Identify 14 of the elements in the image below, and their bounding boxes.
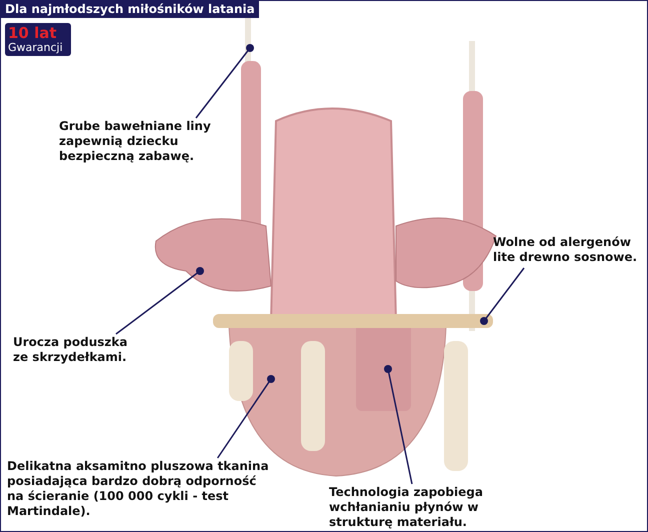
warranty-badge — [5, 23, 71, 56]
callout-text: Urocza poduszka ze skrzydełkami. — [13, 335, 128, 365]
callout-text: Delikatna aksamitno pluszowa tkanina posiadająca bardzo dobrą odporność na ścieranie (100 000 cykli - test Martindale). — [7, 459, 269, 519]
leader-line — [216, 375, 275, 458]
leader-line — [195, 44, 254, 118]
callout-text: Wolne od alergenów lite drewno sosnowe. — [493, 235, 638, 265]
callout-text: Technologia zapobiega wchłanianiu płynów w strukturę materiału. — [329, 485, 484, 530]
leader-line — [480, 268, 525, 325]
title-banner: Dla najmłodszych miłośników latania — [1, 1, 259, 18]
warranty-label: Gwarancji — [8, 41, 64, 54]
leader-line — [384, 365, 413, 484]
leader-line — [116, 267, 204, 335]
callout-text: Grube bawełniane liny zapewnią dziecku bezpieczną zabawę. — [59, 119, 212, 164]
warranty-years: 10 lat — [8, 25, 58, 41]
